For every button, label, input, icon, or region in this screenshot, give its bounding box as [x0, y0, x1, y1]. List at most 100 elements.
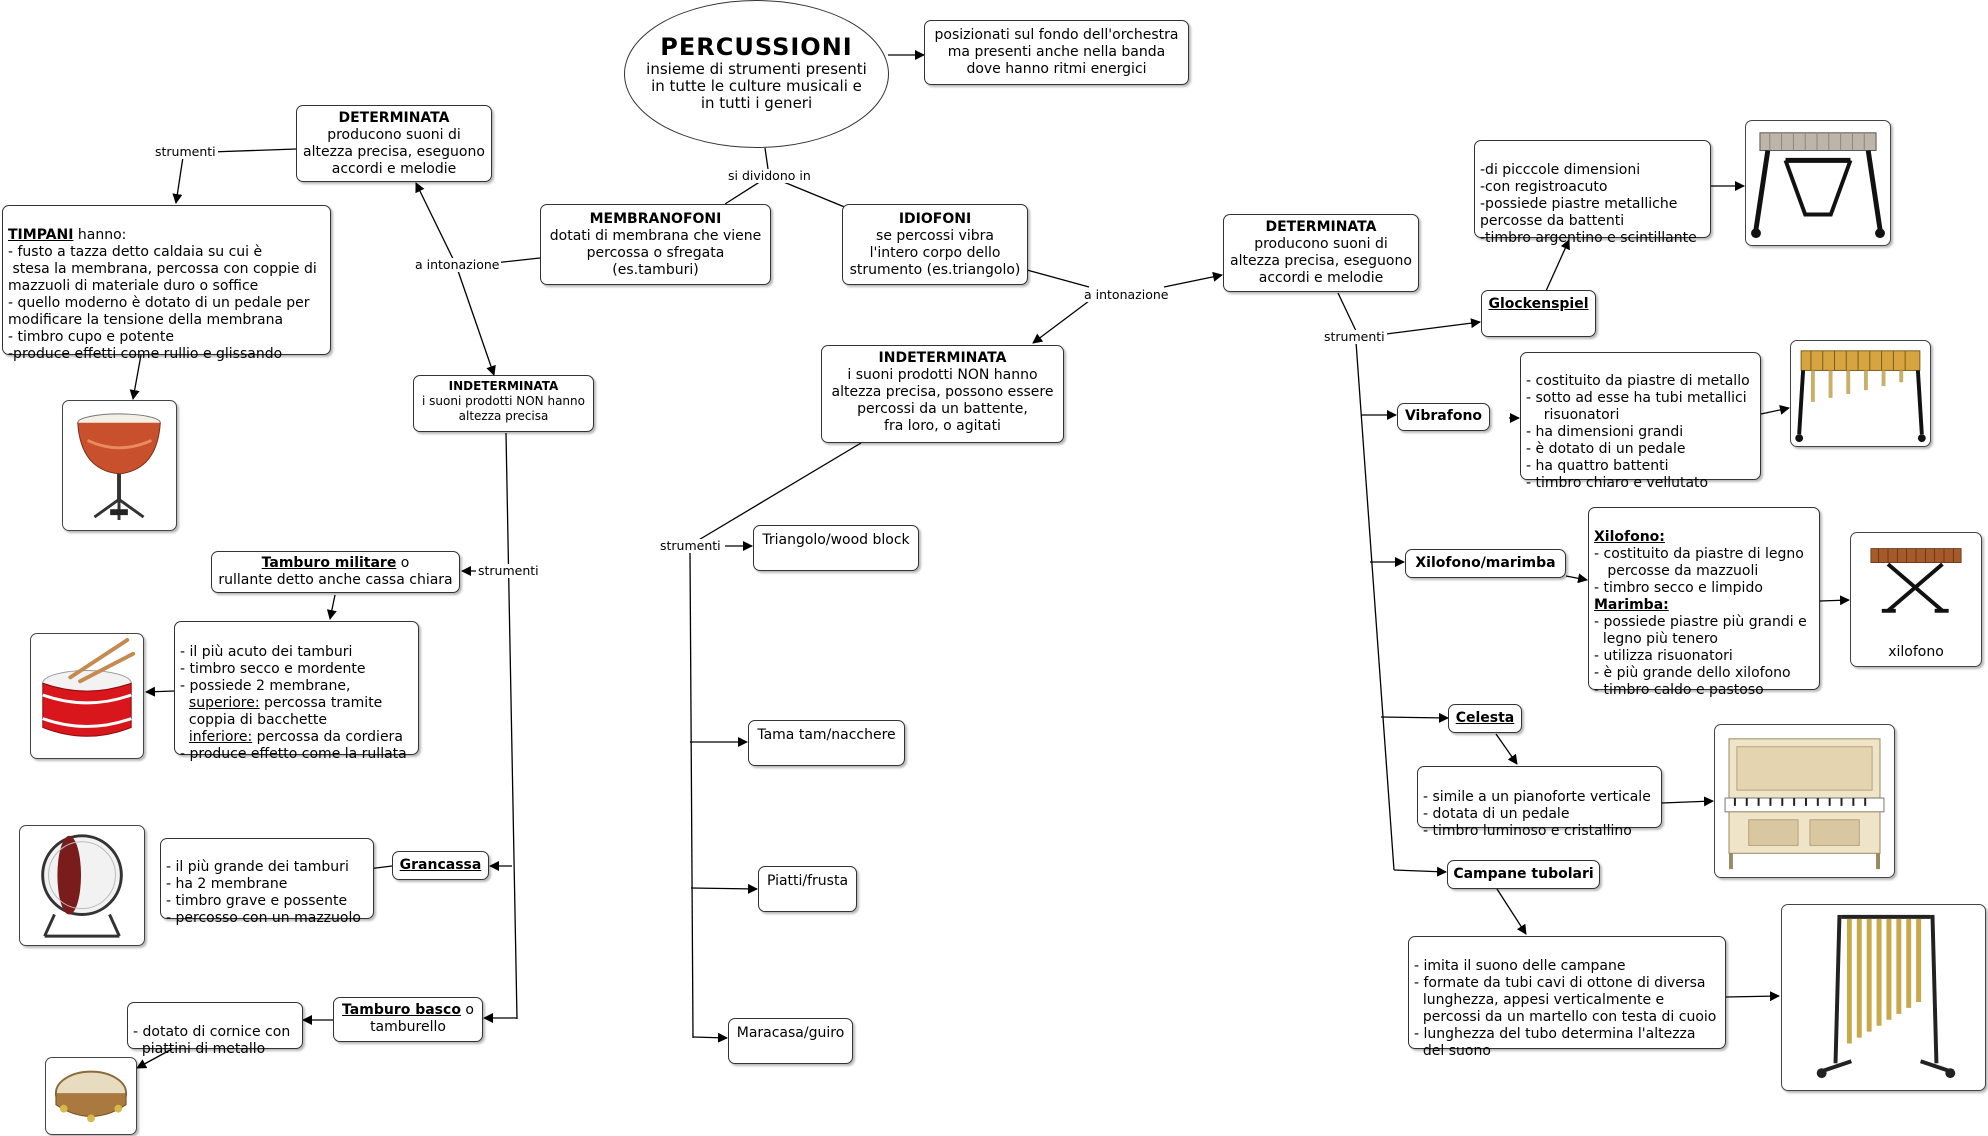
celesta-line-2: - dotata di un pedale [1423, 806, 1570, 822]
tamburo-militare-heading: Tamburo militare o [217, 555, 454, 572]
xilo-heading: Xilofono: [1594, 529, 1814, 546]
vibrafono-desc[interactable]: - costituito da piastre di metallo- sott… [1520, 352, 1761, 491]
membranofoni-line-1: dotati di membrana che viene [549, 228, 762, 244]
idiofoni-line-3: strumento (es.triangolo) [849, 262, 1021, 278]
celesta-line-3: - timbro luminoso e cristallino [1423, 823, 1632, 839]
idio-indeterminata-line-1: i suoni prodotti NON hanno [847, 367, 1038, 383]
basco-line-2: piattini di metallo [133, 1041, 266, 1057]
idio-indeterminata-line-4: fra loro, o agitati [884, 418, 1001, 434]
tamburo-basco-image [45, 1057, 137, 1135]
vibra-line-3: risuonatori [1526, 407, 1620, 423]
instrument-triangolo[interactable]: Triangolo/wood block [753, 525, 919, 571]
tamburo-basco-node[interactable]: Tamburo basco o tamburello [333, 997, 483, 1042]
basco-line-1: - dotato di cornice con [133, 1024, 291, 1040]
xilo-title: Xilofono: [1594, 529, 1665, 545]
xilofono-marimba-node[interactable]: Xilofono/marimba [1405, 549, 1566, 578]
campane-line-5: - lunghezza del tubo determina l'altezza [1414, 1026, 1696, 1042]
marimba-line-5: - timbro caldo e pastoso [1594, 682, 1764, 698]
celesta-desc[interactable]: - simile a un pianoforte verticale- dota… [1417, 766, 1662, 839]
tamburo-militare-node[interactable]: Tamburo militare o rullante detto anche … [211, 551, 460, 593]
instrument-maracas[interactable]: Maracasa/guiro [728, 1018, 853, 1064]
vibrafono-node[interactable]: Vibrafono [1397, 403, 1490, 431]
idio-determinata-line-3: accordi e melodie [1258, 270, 1384, 286]
instrument-tamtam-label: Tama tam/nacchere [757, 727, 896, 743]
note-line-3: dove hanno ritmi energici [966, 61, 1147, 77]
membr-determinata-line-2: altezza precisa, eseguono [303, 144, 485, 160]
idiofoni-determinata-node[interactable]: DETERMINATA producono suoni di altezza p… [1223, 214, 1419, 292]
idio-indeterminata-line-2: altezza precisa, possono essere [831, 384, 1054, 400]
tm-inf-text: percossa da cordiera [252, 729, 403, 745]
grancassa-line-1: - il più grande dei tamburi [166, 859, 349, 875]
tamburo-militare-suffix: o [396, 555, 410, 571]
vibrafono-image [1790, 340, 1931, 447]
membr-indeterminata-line-1: i suoni prodotti NON hanno [422, 394, 585, 408]
idio-determinata-title: DETERMINATA [1265, 219, 1377, 235]
idio-determinata-line-1: producono suoni di [1254, 236, 1388, 252]
vibrafono-title: Vibrafono [1404, 408, 1483, 424]
timpani-line-3: mazzuoli di materiale duro o soffice [8, 278, 259, 294]
idiofoni-node[interactable]: IDIOFONI se percossi vibra l'intero corp… [842, 204, 1028, 285]
membr-indeterminata-line-2: altezza precisa [458, 409, 549, 423]
celesta-image [1714, 724, 1895, 878]
xilo-line-3: - timbro secco e limpido [1594, 580, 1763, 596]
grancassa-line-2: - ha 2 membrane [166, 876, 288, 892]
campane-tubolari-desc[interactable]: - imita il suono delle campane- formate … [1408, 936, 1726, 1059]
campane-tubolari-image [1781, 904, 1986, 1091]
glockenspiel-node[interactable]: Glockenspiel [1481, 290, 1596, 337]
vibra-line-5: - è dotato di un pedale [1526, 441, 1686, 457]
glockenspiel-drawing [1751, 132, 1885, 239]
idiofoni-indeterminata-node[interactable]: INDETERMINATA i suoni prodotti NON hanno… [821, 345, 1064, 443]
campane-line-2: - formate da tubi cavi di ottone di dive… [1414, 975, 1706, 991]
timpani-line-4: - quello moderno è dotato di un pedale p… [8, 295, 310, 311]
label-si-dividono: si dividono in [726, 168, 813, 183]
campane-line-6: del suono [1414, 1043, 1491, 1059]
membranofoni-node[interactable]: MEMBRANOFONI dotati di membrana che vien… [540, 204, 771, 285]
grancassa-desc[interactable]: - il più grande dei tamburi- ha 2 membra… [160, 838, 374, 926]
glockenspiel-desc[interactable]: -di picccole dimensioni-con registroacut… [1474, 140, 1711, 246]
grancassa-node[interactable]: Grancassa [392, 851, 489, 880]
xilofono-marimba-title: Xilofono/marimba [1415, 555, 1556, 571]
idiofoni-line-2: l'intero corpo dello [869, 245, 1001, 261]
label-strumenti-timpani: strumenti [153, 144, 218, 159]
celesta-line-1: - simile a un pianoforte verticale [1423, 789, 1651, 805]
xilo-line-1: - costituito da piastre di legno [1594, 546, 1804, 562]
membr-determinata-line-3: accordi e melodie [331, 161, 457, 177]
tamburo-basco-suffix: o [460, 1002, 474, 1018]
snare-drawing [42, 638, 136, 737]
marimba-heading: Marimba: [1594, 597, 1814, 614]
campane-line-3: lunghezza, appesi verticalmente e [1414, 992, 1665, 1008]
tm-inf-label: inferiore: [188, 729, 253, 745]
idio-determinata-line-2: altezza precisa, eseguono [1230, 253, 1412, 269]
tamburo-militare-desc[interactable]: - il più acuto dei tamburi- timbro secco… [174, 621, 419, 762]
label-strumenti-idio-det: strumenti [1322, 329, 1387, 344]
tm-desc-1: - il più acuto dei tamburi [180, 644, 353, 660]
root-percussioni[interactable]: PERCUSSIONI insieme di strumenti present… [624, 0, 889, 148]
membranofoni-determinata-node[interactable]: DETERMINATA producono suoni di altezza p… [296, 105, 492, 182]
idiofoni-line-1: se percossi vibra [876, 228, 994, 244]
membr-indeterminata-title: INDETERMINATA [448, 379, 559, 393]
grancassa-image [19, 825, 145, 946]
timpani-node[interactable]: TIMPANI hanno:- fusto a tazza detto cald… [2, 205, 331, 362]
instrument-tamtam[interactable]: Tama tam/nacchere [748, 720, 905, 766]
root-line-2: in tutte le culture musicali e [651, 77, 862, 95]
xilofono-marimba-desc[interactable]: Xilofono:- costituito da piastre di legn… [1588, 507, 1820, 698]
tamburo-basco-desc[interactable]: - dotato di cornice con piattini di meta… [127, 1002, 303, 1057]
glock-line-2: -con registroacuto [1480, 179, 1608, 195]
root-title: PERCUSSIONI [660, 33, 853, 61]
tm-desc-inf: inferiore: percossa da cordiera [180, 729, 413, 746]
instrument-piatti[interactable]: Piatti/frusta [758, 866, 857, 912]
membranofoni-indeterminata-node[interactable]: INDETERMINATA i suoni prodotti NON hanno… [413, 375, 594, 432]
membr-determinata-line-1: producono suoni di [327, 127, 461, 143]
vibra-line-2: - sotto ad esse ha tubi metallici [1526, 390, 1747, 406]
timpani-line-2: stesa la membrana, percossa con coppie d… [8, 261, 317, 277]
xilo-line-2: percosse da mazzuoli [1594, 563, 1759, 579]
tamburo-basco-title: Tamburo basco [342, 1002, 461, 1018]
instrument-piatti-label: Piatti/frusta [766, 873, 849, 889]
celesta-node[interactable]: Celesta [1448, 704, 1522, 733]
note-line-1: posizionati sul fondo dell'orchestra [934, 27, 1179, 43]
glock-line-4: percosse da battenti [1480, 213, 1625, 229]
campane-tubolari-node[interactable]: Campane tubolari [1447, 860, 1600, 889]
orchestra-position-note[interactable]: posizionati sul fondo dell'orchestra ma … [924, 20, 1189, 85]
glockenspiel-image [1745, 120, 1891, 246]
idio-indeterminata-title: INDETERMINATA [878, 350, 1007, 366]
